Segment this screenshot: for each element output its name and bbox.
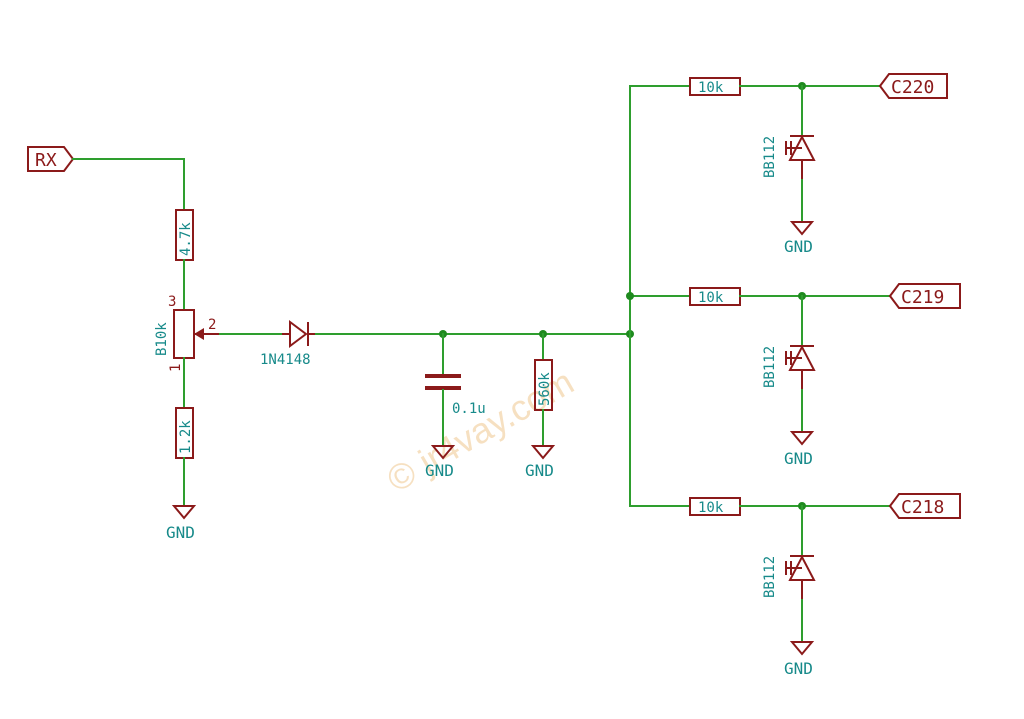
- resistor-10k-c220-value: 10k: [698, 80, 724, 96]
- resistor-4-7k: 4.7k: [175, 209, 194, 261]
- gnd-label-5: GND: [784, 449, 813, 468]
- gnd-symbol-4: GND: [784, 221, 815, 256]
- diode-1n4148: 1N4148: [260, 320, 316, 368]
- net-label-rx: RX: [27, 146, 75, 172]
- gnd-symbol-5: GND: [784, 431, 815, 468]
- gnd-label-2: GND: [425, 461, 454, 480]
- capacitor-value: 0.1u: [452, 401, 486, 417]
- potentiometer-b10k: 3 2 1 B10k: [154, 294, 220, 372]
- net-label-c218-text: C218: [901, 497, 944, 518]
- resistor-10k-c220: 10k: [689, 77, 741, 96]
- net-label-c219: C219: [888, 283, 961, 309]
- varicap-2-value: BB112: [762, 346, 778, 388]
- diode-value: 1N4148: [260, 352, 311, 368]
- gnd-symbol-1: GND: [166, 505, 197, 542]
- resistor-560k-value: 560k: [537, 372, 553, 406]
- net-label-c220: C220: [878, 73, 948, 99]
- gnd-symbol-3: GND: [525, 445, 556, 480]
- pot-pin2: 2: [208, 317, 216, 333]
- resistor-10k-c218-value: 10k: [698, 500, 724, 516]
- wire-rx: [72, 158, 185, 211]
- resistor-1-2k-value: 1.2k: [178, 420, 194, 454]
- varicap-1-value: BB112: [762, 136, 778, 178]
- resistor-10k-c219-value: 10k: [698, 290, 724, 306]
- net-label-c220-text: C220: [891, 77, 934, 98]
- capacitor-0-1u: 0.1u: [425, 374, 486, 417]
- varicap-3-value: BB112: [762, 556, 778, 598]
- varicap-bb112-3: BB112: [762, 554, 816, 600]
- net-label-c218: C218: [888, 493, 961, 519]
- gnd-label-3: GND: [525, 461, 554, 480]
- pot-pin3: 3: [168, 294, 176, 310]
- pot-value: B10k: [154, 322, 170, 356]
- resistor-4-7k-value: 4.7k: [178, 222, 194, 256]
- resistor-1-2k: 1.2k: [175, 407, 194, 459]
- varicap-bb112-1: BB112: [762, 134, 816, 180]
- net-label-rx-text: RX: [35, 150, 57, 171]
- resistor-10k-c218: 10k: [689, 497, 741, 516]
- pot-pin1: 1: [168, 364, 184, 372]
- gnd-symbol-2: GND: [425, 445, 456, 480]
- resistor-10k-c219: 10k: [689, 287, 741, 306]
- gnd-label-6: GND: [784, 659, 813, 678]
- gnd-label-1: GND: [166, 523, 195, 542]
- net-label-c219-text: C219: [901, 287, 944, 308]
- gnd-symbol-6: GND: [784, 641, 815, 678]
- varicap-bb112-2: BB112: [762, 344, 816, 390]
- junction-bus-c219: [626, 292, 634, 300]
- gnd-label-4: GND: [784, 237, 813, 256]
